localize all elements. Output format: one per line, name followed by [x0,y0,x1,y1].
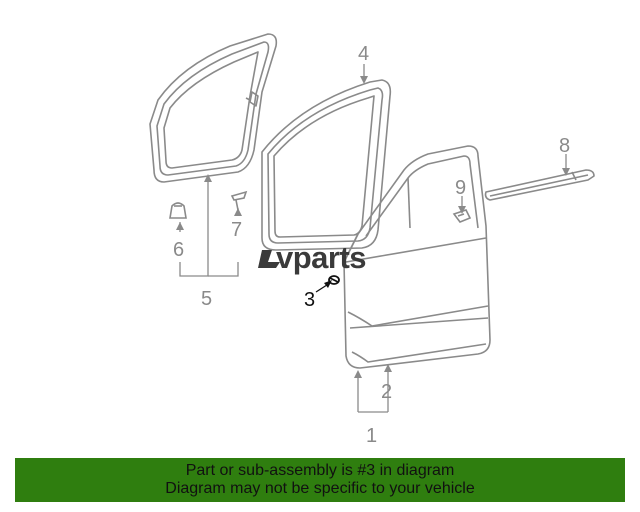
arrow-heads [176,76,570,378]
callout-6: 6 [173,239,184,261]
callout-4: 4 [358,43,369,65]
watermark: vparts [258,240,367,275]
parts-diagram: vparts 4 8 9 7 6 5 2 1 3 [149,33,595,447]
clip-part-3-highlighted[interactable] [328,275,340,285]
belt-molding-part-8 [484,169,595,201]
banner-line-2: Diagram may not be specific to your vehi… [165,480,475,497]
weatherstrip-door-part-4 [261,79,392,251]
callout-3[interactable]: 3 [304,289,315,311]
arrow-head-part-3 [324,280,332,288]
callout-9: 9 [455,177,466,199]
callout-1: 1 [366,425,377,447]
watermark-logo-icon [258,250,280,268]
watermark-text: vparts [276,240,366,275]
callout-5: 5 [201,288,212,310]
info-banner: Part or sub-assembly is #3 in diagram Di… [15,458,625,502]
front-door-shell-part-1 [343,145,491,369]
banner-line-1: Part or sub-assembly is #3 in diagram [185,462,455,479]
weatherstrip-opening-part-5 [149,33,278,183]
clip-part-7 [230,190,248,211]
door-bumper-part-6 [169,202,187,219]
callout-7: 7 [231,219,242,241]
callout-2: 2 [381,381,392,403]
callout-8: 8 [559,135,570,157]
